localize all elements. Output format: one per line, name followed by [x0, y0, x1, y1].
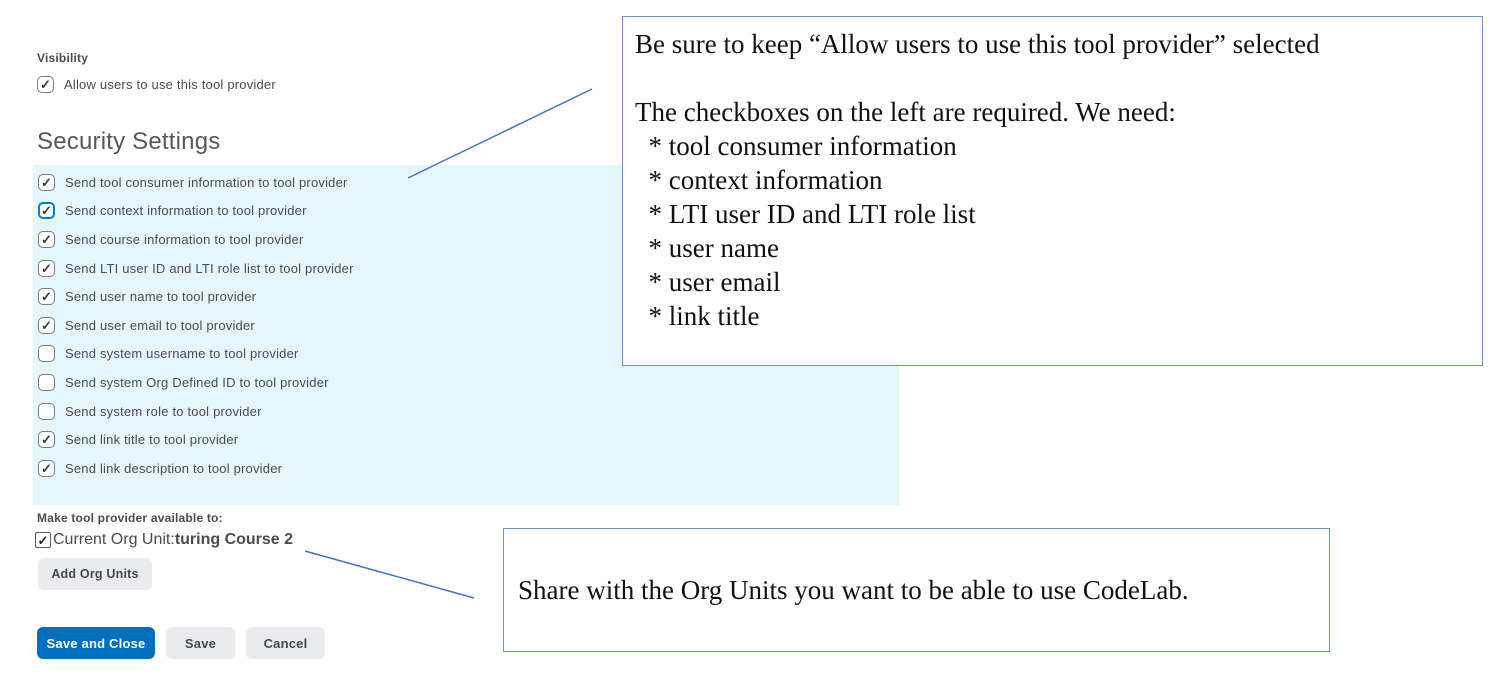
checkbox[interactable]: ✓	[38, 316, 55, 334]
note-line: * user name	[635, 233, 779, 263]
note-line: The checkboxes on the left are required.…	[635, 97, 1176, 127]
add-org-units-button[interactable]: Add Org Units	[38, 558, 152, 590]
checkbox-label: Send tool consumer information to tool p…	[65, 174, 348, 190]
current-org-unit-checkbox[interactable]: ✓	[35, 532, 51, 548]
checkbox-label: Send course information to tool provider	[65, 231, 304, 247]
checkbox-label: Send user name to tool provider	[65, 289, 257, 305]
security-option-row: ✓ Send context information to tool provi…	[38, 197, 899, 226]
checkbox-label: Send link description to tool provider	[65, 460, 283, 476]
checkbox[interactable]	[38, 345, 55, 363]
checkbox-label: Send user email to tool provider	[65, 317, 255, 333]
allow-users-row: ✓ Allow users to use this tool provider	[37, 76, 276, 93]
checkbox-label: Send system Org Defined ID to tool provi…	[65, 374, 329, 390]
security-option-row: Send system role to tool provider	[38, 397, 899, 426]
save-button[interactable]: Save	[166, 627, 235, 659]
checkbox[interactable]: ✓	[38, 288, 55, 306]
security-option-row: ✓ Send user email to tool provider	[38, 311, 899, 340]
current-org-unit-row: ✓ Current Org Unit: turing Course 2	[35, 531, 293, 549]
security-options-list: ✓ Send tool consumer information to tool…	[38, 168, 899, 483]
action-buttons: Save and Close Save Cancel	[37, 627, 325, 659]
security-option-row: ✓ Send LTI user ID and LTI role list to …	[38, 254, 899, 283]
checkbox[interactable]: ✓	[38, 459, 55, 477]
visibility-label: Visibility	[37, 51, 89, 65]
annotation-note-bottom-text: Share with the Org Units you want to be …	[518, 575, 1189, 605]
note-line: * user email	[635, 267, 781, 297]
checkbox[interactable]: ✓	[38, 431, 55, 449]
connector-line-bottom	[304, 550, 475, 599]
note-line: * tool consumer information	[635, 131, 957, 161]
checkbox[interactable]: ✓	[38, 230, 55, 248]
note-line: * context information	[635, 165, 883, 195]
security-option-row: ✓ Send tool consumer information to tool…	[38, 168, 899, 197]
security-option-row: Send system username to tool provider	[38, 340, 899, 369]
security-option-row: ✓ Send link description to tool provider	[38, 454, 899, 483]
annotation-note-top: Be sure to keep “Allow users to use this…	[622, 16, 1483, 366]
security-option-row: ✓ Send link title to tool provider	[38, 425, 899, 454]
security-settings-heading: Security Settings	[37, 128, 221, 155]
security-option-row: Send system Org Defined ID to tool provi…	[38, 368, 899, 397]
current-org-unit-prefix: Current Org Unit:	[53, 531, 175, 548]
allow-users-checkbox[interactable]: ✓	[37, 76, 54, 93]
checkbox-label: Send system role to tool provider	[65, 403, 262, 419]
checkbox-label: Send LTI user ID and LTI role list to to…	[65, 260, 354, 276]
checkbox[interactable]	[38, 402, 55, 420]
checkbox[interactable]	[38, 373, 55, 391]
current-org-unit-name: turing Course 2	[174, 531, 294, 548]
allow-users-label: Allow users to use this tool provider	[64, 77, 276, 92]
security-option-row: ✓ Send course information to tool provid…	[38, 225, 899, 254]
availability-label: Make tool provider available to:	[37, 511, 223, 525]
security-option-row: ✓ Send user name to tool provider	[38, 282, 899, 311]
cancel-button[interactable]: Cancel	[246, 627, 325, 659]
save-and-close-button[interactable]: Save and Close	[37, 627, 155, 659]
checkbox-label: Send link title to tool provider	[65, 432, 239, 448]
note-line: Be sure to keep “Allow users to use this…	[635, 29, 1320, 59]
note-line: * LTI user ID and LTI role list	[635, 199, 976, 229]
note-line	[635, 61, 1470, 95]
note-line: * link title	[635, 301, 760, 331]
checkbox[interactable]: ✓	[38, 202, 55, 220]
checkbox[interactable]: ✓	[38, 173, 55, 191]
annotation-note-bottom: Share with the Org Units you want to be …	[503, 528, 1330, 652]
checkbox-label: Send context information to tool provide…	[65, 203, 307, 219]
checkbox[interactable]: ✓	[38, 259, 55, 277]
checkbox-label: Send system username to tool provider	[65, 346, 299, 362]
